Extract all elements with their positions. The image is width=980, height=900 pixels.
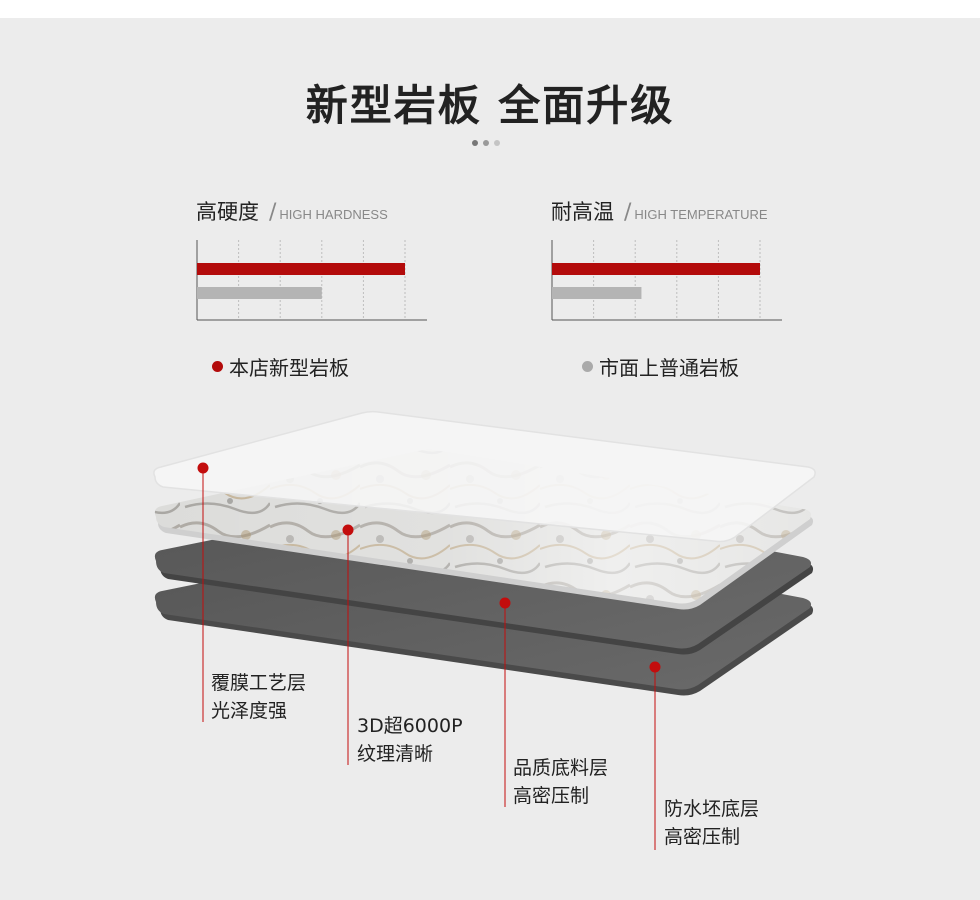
legend-common-slab: 市面上普通岩板: [582, 352, 739, 381]
metric-hardness-title: 高硬度: [196, 200, 259, 224]
callout-film-title: 覆膜工艺层: [211, 672, 307, 694]
legend-new-slab: 本店新型岩板: [212, 352, 349, 381]
callout-texture-layer: 3D超6000P 纹理清晰: [357, 712, 463, 768]
callout-waterproof-desc: 高密压制: [664, 826, 741, 848]
dot-2: [483, 140, 489, 146]
callout-texture-desc: 纹理清晰: [357, 743, 434, 765]
hardness-bar-chart: [196, 240, 427, 321]
callout-dot-base: [499, 597, 511, 609]
temperature-bar-chart: [551, 240, 782, 321]
dot-3: [494, 140, 500, 146]
bar-new-slab: [552, 263, 760, 275]
metric-hardness-subtitle: HIGH HARDNESS: [279, 207, 388, 222]
callout-waterproof-title: 防水坯底层: [664, 798, 760, 820]
callout-dot-texture: [342, 524, 354, 536]
page-title: 新型岩板 全面升级: [305, 81, 675, 130]
pagination-dots: [472, 140, 500, 146]
callout-dot-waterproof: [649, 661, 661, 673]
metric-hardness-separator: /: [269, 200, 277, 225]
slab-layers-illustration: [153, 410, 816, 850]
metric-temperature-header: 耐高温 / HIGH TEMPERATURE: [551, 196, 768, 226]
legend-common-slab-label: 市面上普通岩板: [599, 356, 739, 380]
legend-new-slab-label: 本店新型岩板: [229, 356, 349, 380]
metric-temperature-title: 耐高温: [551, 200, 614, 224]
legend-gray-dot: [582, 361, 593, 372]
callout-markers: [197, 462, 661, 850]
metric-temperature-subtitle: HIGH TEMPERATURE: [634, 207, 768, 222]
callout-texture-title: 3D超6000P: [357, 715, 463, 737]
callout-base-title: 品质底料层: [513, 757, 609, 779]
bar-common-slab: [552, 287, 642, 299]
callout-waterproof-layer: 防水坯底层 高密压制: [664, 795, 759, 851]
callout-base-layer: 品质底料层 高密压制: [513, 754, 608, 810]
dot-1: [472, 140, 478, 146]
bar-new-slab: [197, 263, 405, 275]
bar-common-slab: [197, 287, 322, 299]
callout-film-layer: 覆膜工艺层 光泽度强: [211, 669, 306, 725]
metric-hardness-header: 高硬度 / HIGH HARDNESS: [196, 196, 388, 226]
callout-film-desc: 光泽度强: [211, 700, 288, 722]
callout-base-desc: 高密压制: [513, 785, 590, 807]
metric-temperature-separator: /: [624, 200, 632, 225]
film-coating-layer: [153, 410, 816, 543]
legend-red-dot: [212, 361, 223, 372]
callout-dot-film: [197, 462, 209, 474]
